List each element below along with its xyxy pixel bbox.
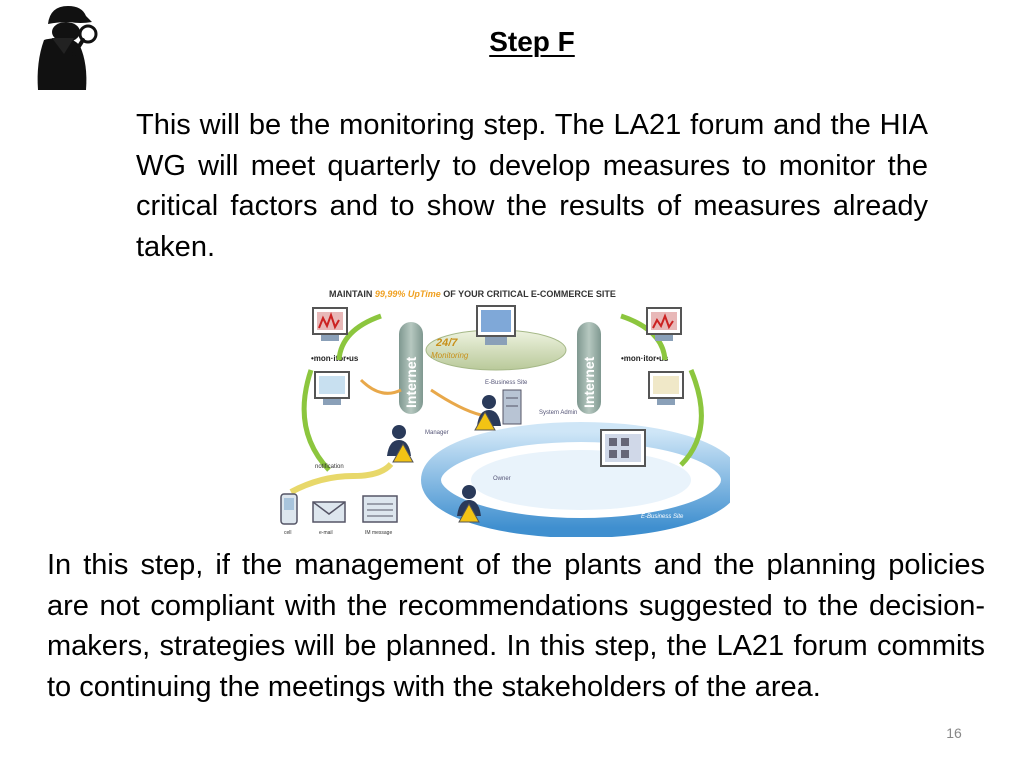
notification-label: notification	[315, 464, 344, 470]
computer-icon-3	[476, 305, 516, 345]
email-envelope-icon	[312, 501, 346, 523]
computer-icon-6	[600, 429, 646, 467]
monitor-us-left: •mon·itor•us	[311, 354, 359, 363]
internet-pill-left	[399, 322, 423, 414]
step-paragraph: In this step, if the management of the p…	[47, 549, 985, 703]
monitoring-247-label: 24/7	[435, 337, 458, 349]
arrow-green-2	[301, 369, 331, 472]
slide-title: Step F	[489, 26, 575, 57]
internet-label-left: Internet	[403, 356, 419, 408]
arrow-orange-1	[359, 378, 402, 395]
arrow-green-4	[679, 369, 704, 467]
alert-icon-3	[458, 502, 480, 523]
device-cell-label: cell	[284, 530, 292, 536]
alert-icon-2	[392, 442, 414, 463]
diagram-headline: MAINTAIN 99,99% UpTime OF YOUR CRITICAL …	[329, 289, 616, 299]
computer-icon-1	[312, 307, 348, 341]
owner-label: Owner	[493, 476, 511, 482]
internet-pill-right	[577, 322, 601, 414]
computer-icon-2	[314, 371, 350, 405]
internet-label-right: Internet	[581, 356, 597, 408]
manager-label: Manager	[425, 430, 449, 436]
ebusiness-site-label: E-Business Site	[485, 380, 528, 386]
cell-phone-icon	[280, 493, 298, 525]
detective-icon	[37, 6, 98, 90]
alert-icon-1	[474, 410, 496, 431]
intro-paragraph: This will be the monitoring step. The LA…	[136, 109, 928, 263]
computer-icon-4	[646, 307, 682, 341]
monitoring-label: Monitoring	[431, 351, 469, 360]
page-number: 16	[946, 725, 962, 741]
monitoring-diagram: MAINTAIN 99,99% UpTime OF YOUR CRITICAL …	[271, 280, 730, 537]
ebusiness-site-bottom-label: E-Business Site	[641, 514, 684, 520]
arrow-orange-2	[430, 388, 482, 417]
arrow-green-1	[336, 313, 382, 361]
notification-arrow	[289, 461, 394, 495]
monitor-us-right: •mon·itor•us	[621, 354, 669, 363]
im-message-icon	[362, 495, 398, 523]
monitoring-diagram-graphic: MAINTAIN 99,99% UpTime OF YOUR CRITICAL …	[280, 289, 730, 537]
computer-icon-5	[648, 371, 684, 405]
ebusiness-ring	[421, 422, 730, 537]
device-email-label: e-mail	[319, 530, 333, 536]
device-im-label: IM message	[365, 530, 392, 536]
server-icon	[502, 389, 522, 425]
system-admin-label: System Admin	[539, 410, 577, 416]
